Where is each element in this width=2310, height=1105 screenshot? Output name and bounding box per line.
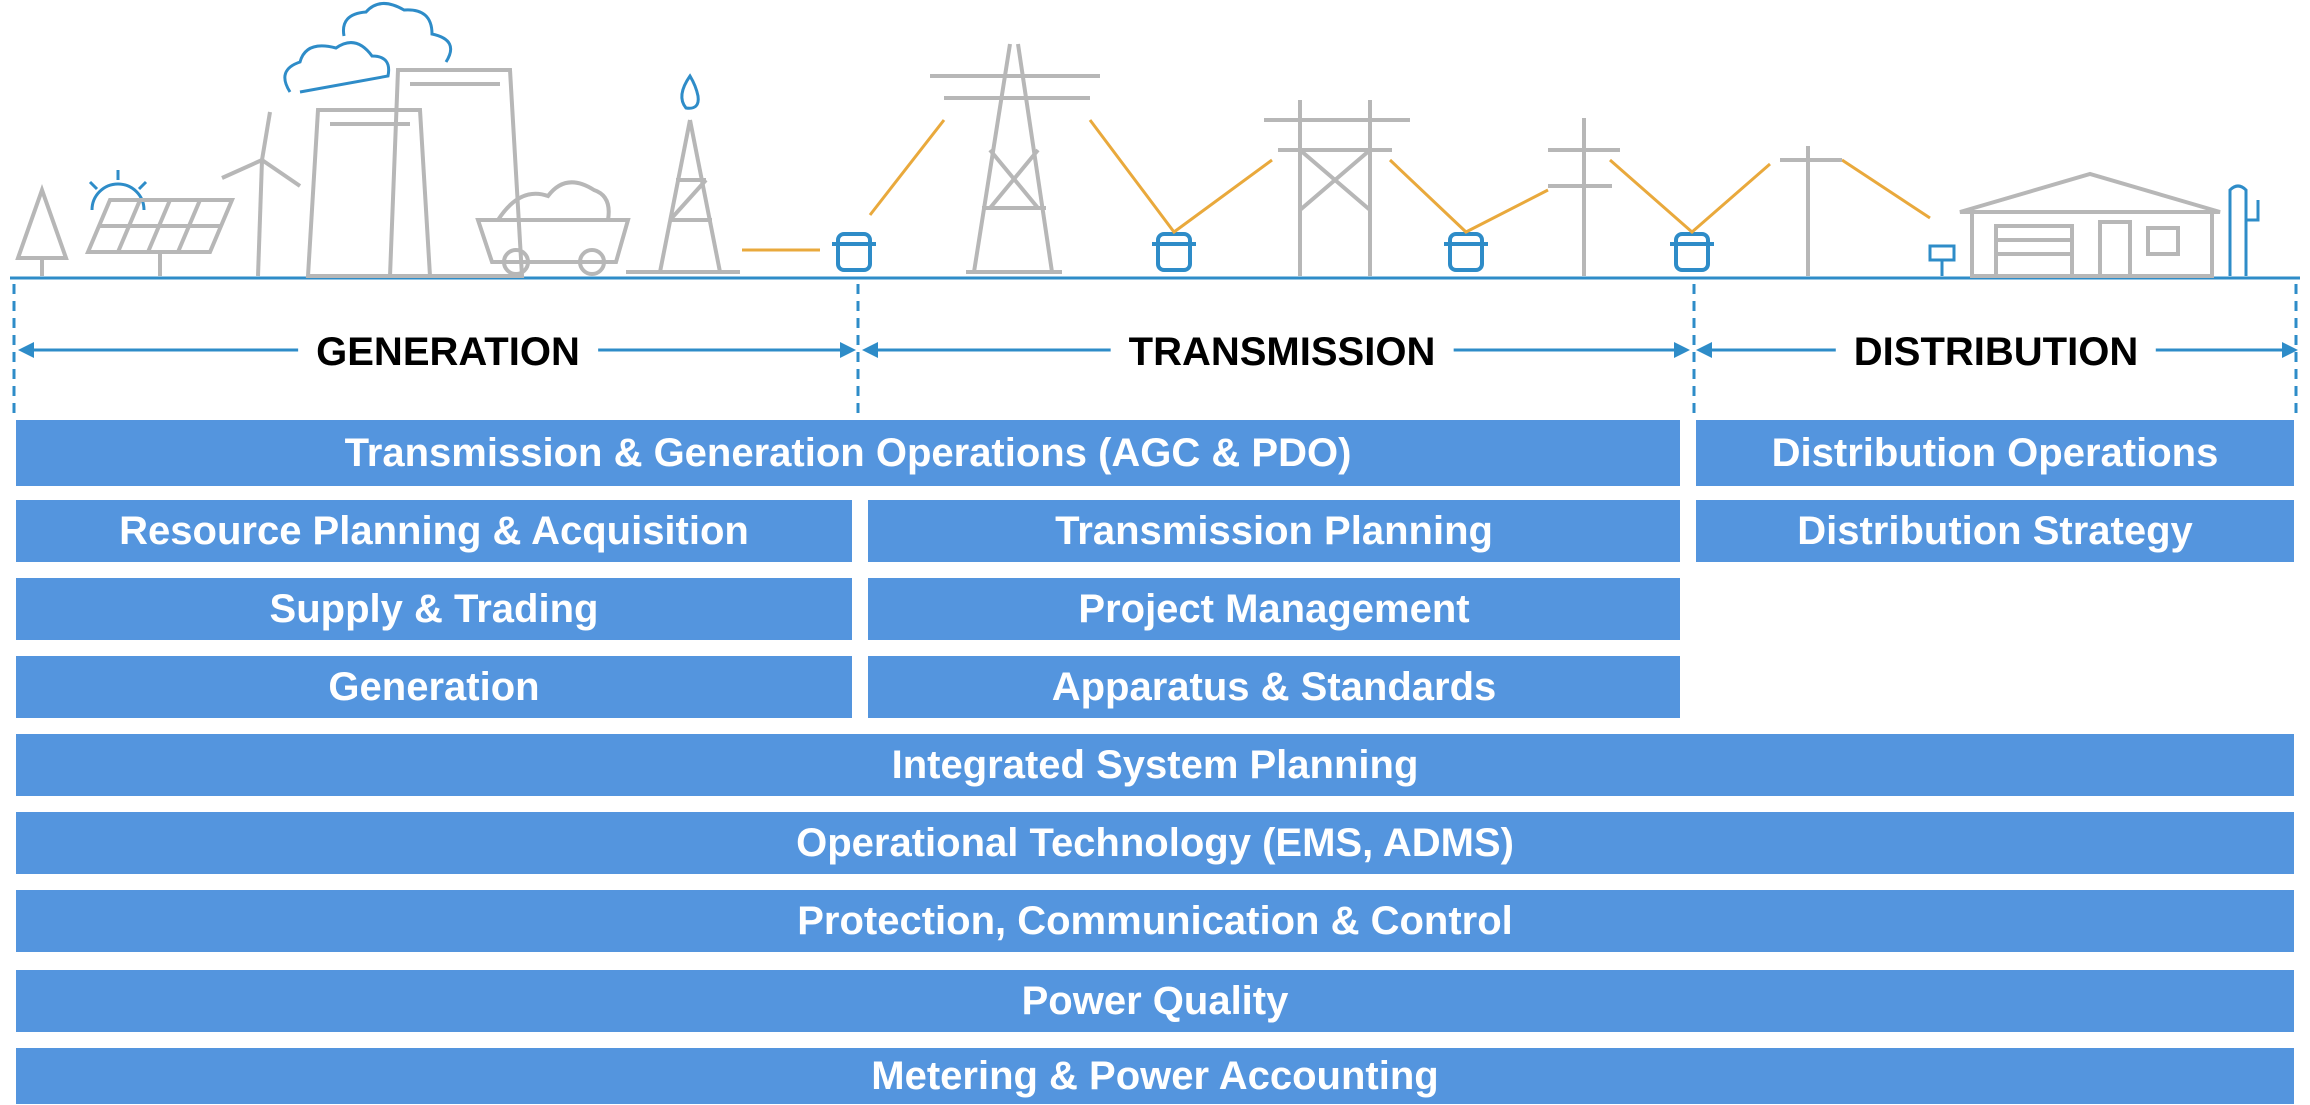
- section-label-transmission: TRANSMISSION: [1110, 322, 1454, 382]
- tree-icon: [15, 183, 69, 276]
- house-icon: [1959, 171, 2221, 278]
- h-frame-tower-icon: [1264, 100, 1410, 276]
- section-label-generation: GENERATION: [298, 322, 598, 382]
- bar-generation: Generation: [16, 656, 852, 718]
- gas-derrick-icon: [626, 119, 740, 274]
- section-dividers: [12, 284, 2298, 418]
- bar-transmission-planning: Transmission Planning: [868, 500, 1680, 562]
- coal-cart-icon: [475, 180, 631, 276]
- power-lines: [868, 119, 1931, 235]
- bar-protection-communication-control: Protection, Communication & Control: [16, 890, 2294, 952]
- utility-pole-icon: [1548, 118, 1620, 276]
- bar-operational-technology: Operational Technology (EMS, ADMS): [16, 812, 2294, 874]
- insulator-icon: [832, 232, 876, 272]
- bar-distribution-operations: Distribution Operations: [1696, 420, 2294, 486]
- insulator-icon: [1444, 232, 1488, 272]
- mailbox-icon: [1928, 244, 1956, 276]
- cloud-icon: [283, 2, 453, 94]
- cactus-icon: [2228, 184, 2260, 276]
- wind-turbine-icon: [221, 111, 302, 277]
- bar-project-management: Project Management: [868, 578, 1680, 640]
- insulator-icon: [1152, 232, 1196, 272]
- bar-supply-trading: Supply & Trading: [16, 578, 852, 640]
- solar-panel-icon: [84, 198, 236, 276]
- section-label-distribution: DISTRIBUTION: [1835, 322, 2157, 382]
- flame-icon: [680, 73, 700, 110]
- insulator-icon: [1670, 232, 1714, 272]
- power-plant-icon: [305, 68, 525, 278]
- bar-apparatus-standards: Apparatus & Standards: [868, 656, 1680, 718]
- bar-integrated-system-planning: Integrated System Planning: [16, 734, 2294, 796]
- bar-power-quality: Power Quality: [16, 970, 2294, 1032]
- bar-metering-power-accounting: Metering & Power Accounting: [16, 1048, 2294, 1104]
- bar-resource-planning: Resource Planning & Acquisition: [16, 500, 852, 562]
- bar-transmission-generation-operations: Transmission & Generation Operations (AG…: [16, 420, 1680, 486]
- bar-distribution-strategy: Distribution Strategy: [1696, 500, 2294, 562]
- transmission-tower-icon: [930, 43, 1100, 274]
- distribution-pole-icon: [1780, 146, 1842, 276]
